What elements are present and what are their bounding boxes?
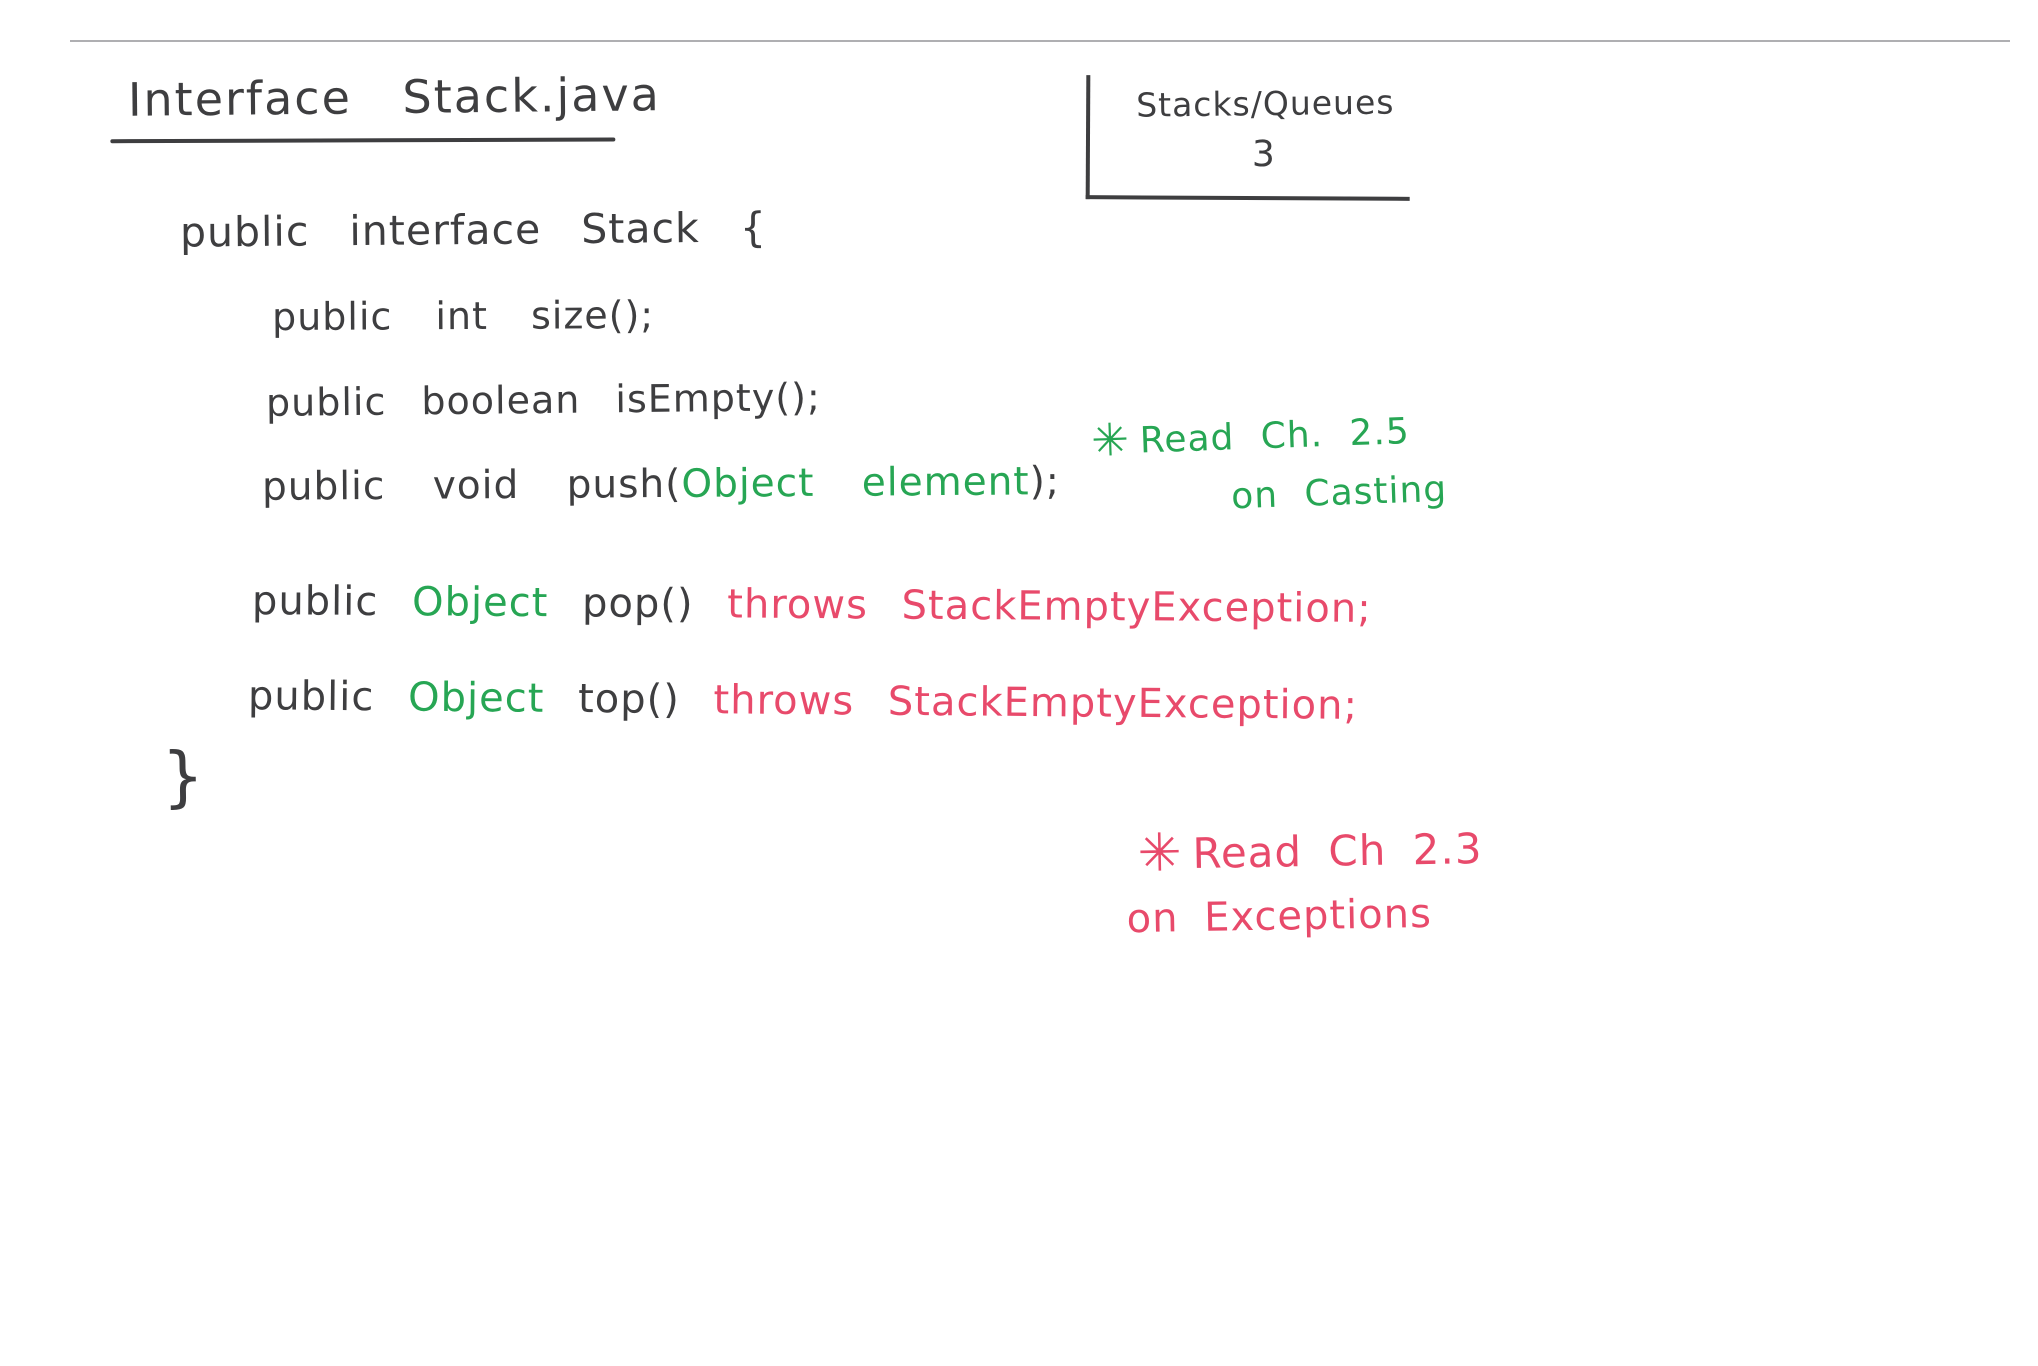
page-title: Interface Stack.java [127, 67, 662, 127]
code-line-isempty-method: public boolean isEmpty(); [266, 375, 821, 425]
note-line: on Exceptions [1126, 890, 1484, 942]
code-segment: Object [407, 674, 545, 722]
note-text: Read Ch. 2.5 [1139, 411, 1411, 462]
note-read-casting: ✳Read Ch. 2.5 on Casting [1090, 402, 1448, 522]
note-line: ✳Read Ch 2.3 [1137, 817, 1483, 884]
code-segment: ); [1029, 459, 1061, 505]
corner-tab: Stacks/Queues 3 [1085, 75, 1411, 201]
code-segment: public int size(); [271, 292, 655, 340]
page-number: 3 [1251, 134, 1275, 176]
note-line: ✳Read Ch. 2.5 [1090, 402, 1446, 467]
code-segment: Object [411, 579, 549, 627]
code-segment: top() [544, 675, 714, 724]
code-segment: throws StackEmptyException; [713, 677, 1359, 729]
code-line-pop-method: public Object pop() throws StackEmptyExc… [252, 578, 1372, 632]
page-top-divider [70, 40, 2010, 42]
note-text: on Exceptions [1126, 890, 1433, 943]
code-segment: public [251, 578, 413, 626]
code-segment: pop() [548, 580, 728, 628]
code-segment: throws StackEmptyException; [727, 581, 1372, 632]
note-text: on Casting [1230, 468, 1448, 518]
code-segment: public [247, 673, 409, 721]
code-line-push-method: public void push(Object element); [262, 459, 1060, 510]
code-segment: public void push( [261, 461, 682, 510]
title-underline [110, 137, 616, 144]
note-read-exceptions: ✳Read Ch 2.3 on Exceptions [1126, 817, 1484, 942]
page-title-block: Interface Stack.java [110, 67, 662, 145]
asterisk-icon: ✳ [1090, 412, 1131, 468]
code-line-closing-brace: } [161, 738, 205, 816]
code-line-size-method: public int size(); [272, 293, 654, 339]
code-segment: public boolean isEmpty(); [265, 375, 821, 425]
code-segment: } [161, 737, 206, 816]
note-line: on Casting [1230, 469, 1447, 518]
code-segment: public interface Stack { [179, 203, 768, 257]
code-segment: Object element [681, 459, 1030, 507]
code-line-top-method: public Object top() throws StackEmptyExc… [248, 673, 1358, 729]
course-label: Stacks/Queues [1135, 82, 1395, 125]
asterisk-icon: ✳ [1136, 822, 1184, 885]
code-line-interface-declaration: public interface Stack { [180, 203, 767, 256]
note-text: Read Ch 2.3 [1192, 823, 1483, 879]
